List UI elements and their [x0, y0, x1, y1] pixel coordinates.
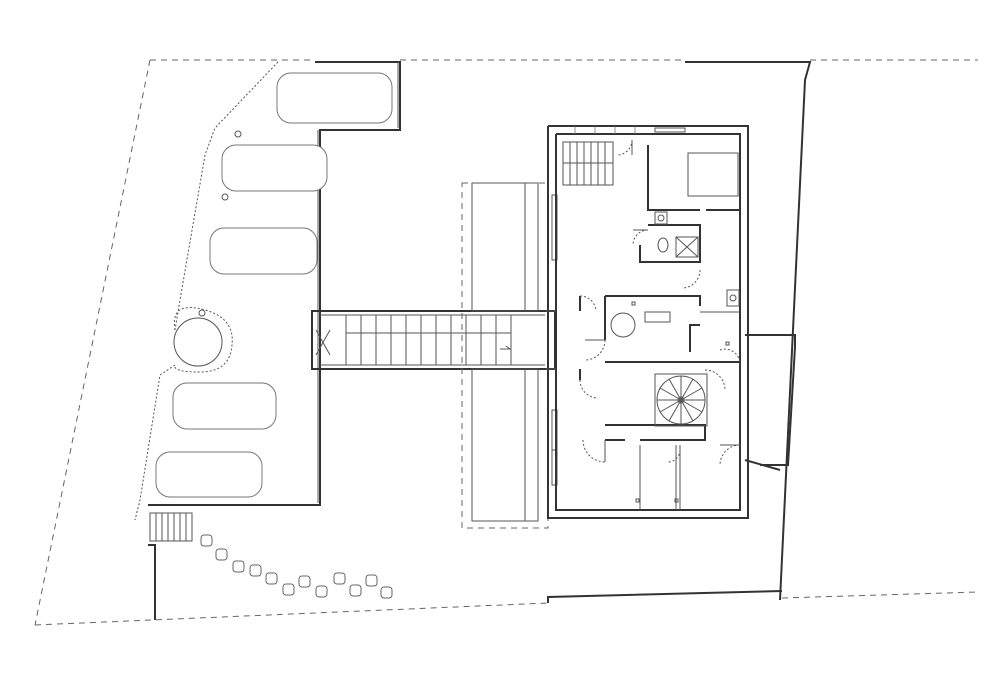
bollard [234, 130, 242, 138]
stepping-stones [200, 534, 393, 599]
round-table [610, 311, 671, 338]
bridge-walkway [311, 310, 556, 370]
car-1 [276, 72, 393, 124]
entry-stair [149, 512, 193, 542]
house-outer-walls [545, 125, 749, 519]
retaining-walls [148, 61, 812, 620]
car-4 [172, 382, 277, 430]
bathroom-fixtures [654, 211, 740, 307]
property-boundary [34, 59, 979, 626]
site-features [173, 130, 242, 373]
bed [687, 152, 739, 197]
car-2 [221, 144, 328, 192]
bollard [221, 193, 229, 201]
window-markers [631, 301, 730, 503]
spiral-staircase [654, 373, 708, 427]
car-5 [155, 451, 263, 498]
door-swings [579, 139, 741, 466]
garage-enclosure [134, 61, 401, 521]
round-tree-planter [173, 317, 223, 367]
bollard [198, 309, 206, 317]
car-3 [209, 227, 318, 275]
interior-partitions [579, 145, 740, 510]
parked-cars [155, 72, 393, 498]
interior-stair-top [562, 126, 686, 186]
terrace-outlines [461, 182, 558, 529]
